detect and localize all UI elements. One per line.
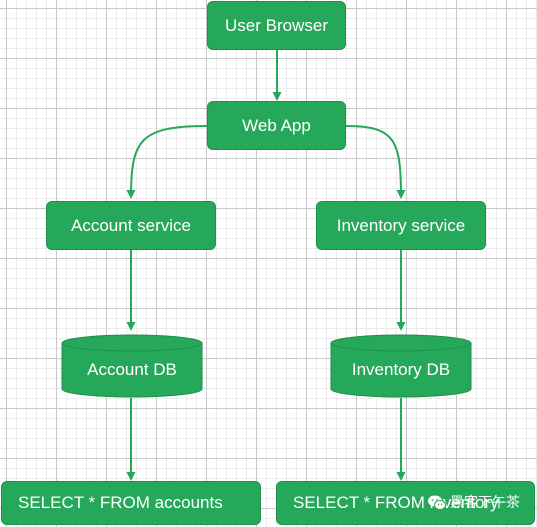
account-db-node[interactable]: Account DB (61, 334, 203, 398)
watermark: 黑客下午茶 (427, 492, 520, 512)
web-app-node[interactable]: Web App (207, 101, 346, 150)
wechat-icon (428, 495, 446, 510)
inventory-query-node[interactable]: SELECT * FROM inventory (276, 481, 535, 525)
edge-webapp-to-inventory-service (345, 125, 406, 199)
database-cylinder-icon (330, 334, 472, 398)
account-query-node[interactable]: SELECT * FROM accounts (1, 481, 261, 525)
inventory-db-label: Inventory DB (351, 360, 451, 379)
database-cylinder-icon (61, 334, 203, 398)
edge-webapp-to-account-service (126, 125, 208, 199)
inventory-service-node[interactable]: Inventory service (316, 201, 486, 250)
inventory-db-node[interactable]: Inventory DB (330, 334, 472, 398)
account-db-label: Account DB (87, 360, 177, 379)
user-browser-node[interactable]: User Browser (207, 1, 346, 50)
watermark-text: 黑客下午茶 (450, 494, 520, 510)
account-service-node[interactable]: Account service (46, 201, 216, 250)
